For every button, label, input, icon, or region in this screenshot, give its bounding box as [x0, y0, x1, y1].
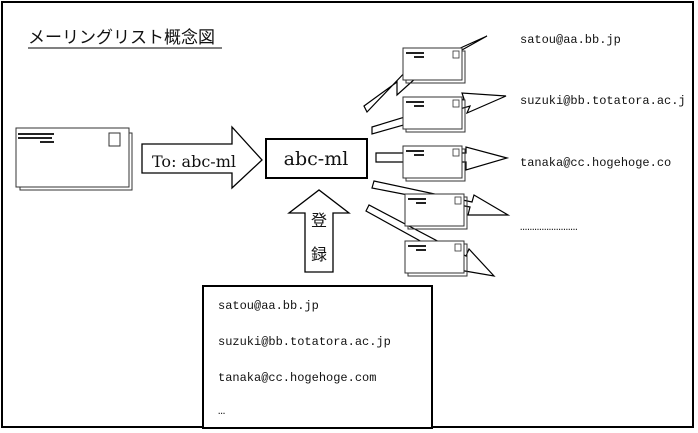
recipient-address: tanaka@cc.hogehoge.co [520, 156, 671, 170]
registered-members-box [202, 285, 433, 429]
send-arrow [141, 125, 263, 190]
recipient-address: satou@aa.bb.jp [520, 33, 621, 47]
mailing-list-box [265, 138, 368, 179]
registered-member: satou@aa.bb.jp [218, 299, 319, 313]
recipient-address: suzuki@bb.totatora.ac.j [520, 94, 686, 108]
registered-member: suzuki@bb.totatora.ac.jp [218, 335, 391, 349]
register-arrow [287, 189, 351, 273]
sender-envelope-icon [15, 127, 133, 191]
distribution-arrow-1 [363, 35, 488, 114]
send-arrow-label: To: abc-ml [152, 152, 236, 171]
recipient-envelope-icon [402, 47, 466, 84]
registered-member: tanaka@cc.hogehoge.com [218, 371, 376, 385]
register-label-top: 登 [311, 211, 327, 230]
recipient-envelope-icon [404, 193, 468, 230]
diagram-title: メーリングリスト概念図 [28, 27, 215, 48]
register-label-bottom: 録 [311, 245, 327, 264]
recipient-envelope-icon [402, 96, 466, 133]
mailing-list-name: abc-ml [284, 148, 349, 170]
recipient-ellipsis: …………………… [520, 220, 578, 234]
recipient-envelope-icon [404, 240, 468, 277]
recipient-envelope-icon [402, 145, 466, 182]
registered-member-ellipsis: … [218, 404, 225, 418]
